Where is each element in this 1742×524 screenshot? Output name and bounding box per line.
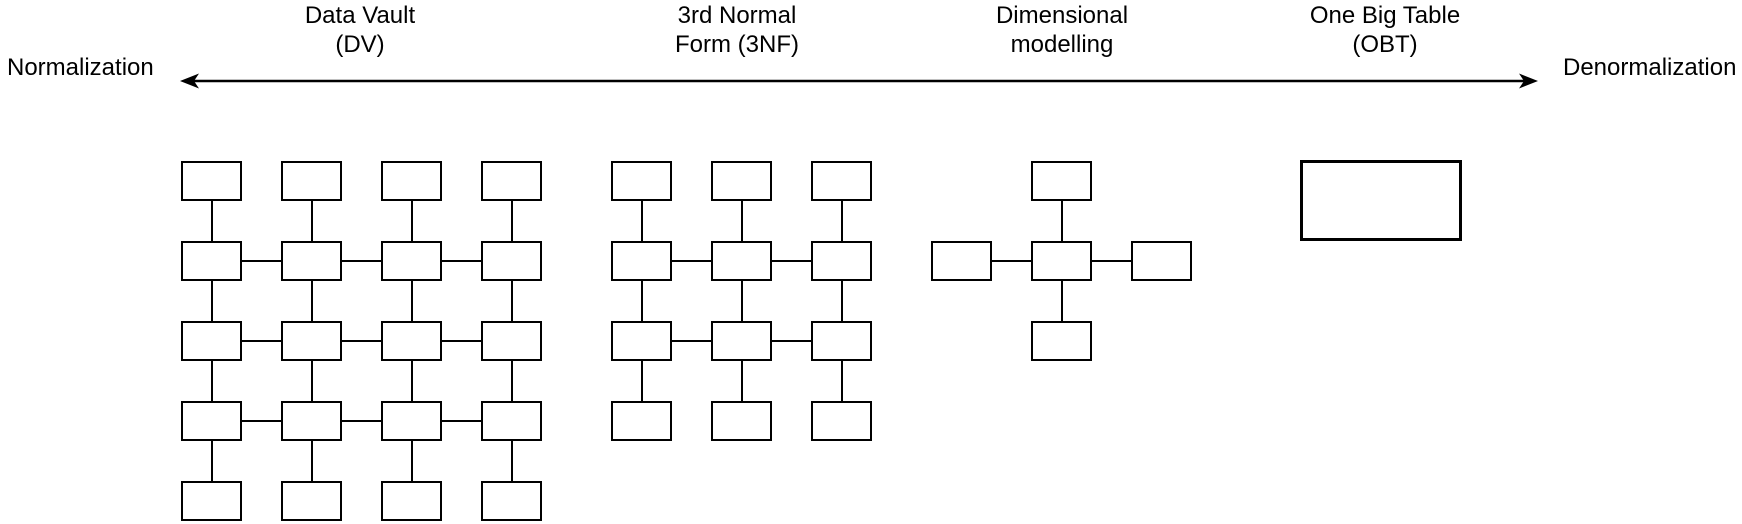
connector-line xyxy=(410,361,413,401)
dimensional-modelling-label: Dimensional modelling xyxy=(996,1,1128,59)
dimensional-modelling-fact-box xyxy=(1031,241,1092,281)
third-normal-form-box xyxy=(611,321,672,361)
third-normal-form-box xyxy=(811,401,872,441)
denormalization-label: Denormalization xyxy=(1563,54,1737,81)
third-normal-form-box xyxy=(611,401,672,441)
data-vault-box xyxy=(281,321,342,361)
connector-line xyxy=(510,281,513,321)
connector-line xyxy=(772,260,811,262)
connector-line xyxy=(840,361,843,401)
data-vault-label-line2: (DV) xyxy=(335,31,385,58)
dimensional-modelling-dimension-box xyxy=(1031,321,1092,361)
connector-line xyxy=(210,201,213,241)
connector-line xyxy=(640,281,643,321)
data-vault-box xyxy=(281,481,342,521)
data-vault-box xyxy=(281,401,342,441)
connector-line xyxy=(1092,260,1131,262)
connector-line xyxy=(342,420,381,422)
data-vault-box xyxy=(381,401,442,441)
normalization-label: Normalization xyxy=(7,54,154,81)
data-vault-box xyxy=(181,321,242,361)
one-big-table-label-line2: (OBT) xyxy=(1352,31,1418,58)
connector-line xyxy=(510,201,513,241)
data-vault-box xyxy=(281,161,342,201)
connector-line xyxy=(640,361,643,401)
connector-line xyxy=(310,361,313,401)
connector-line xyxy=(840,201,843,241)
data-vault-box xyxy=(181,241,242,281)
connector-line xyxy=(342,260,381,262)
third-normal-form-box xyxy=(711,241,772,281)
connector-line xyxy=(740,361,743,401)
connector-line xyxy=(672,260,711,262)
connector-line xyxy=(210,441,213,481)
data-vault-box xyxy=(181,401,242,441)
connector-line xyxy=(410,201,413,241)
connector-line xyxy=(210,361,213,401)
data-vault-box xyxy=(481,481,542,521)
third-normal-form-box xyxy=(611,241,672,281)
one-big-table-box xyxy=(1300,160,1462,241)
third-normal-form-box xyxy=(811,161,872,201)
data-vault-box xyxy=(481,161,542,201)
third-normal-form-box xyxy=(711,161,772,201)
connector-line xyxy=(242,420,281,422)
data-vault-box xyxy=(481,321,542,361)
connector-line xyxy=(410,281,413,321)
connector-line xyxy=(510,441,513,481)
dimensional-modelling-label-line2: modelling xyxy=(1010,31,1114,58)
third-normal-form-box xyxy=(611,161,672,201)
dimensional-modelling-dimension-box xyxy=(1131,241,1192,281)
data-vault-box xyxy=(481,401,542,441)
one-big-table-label-line1: One Big Table xyxy=(1309,2,1461,29)
connector-line xyxy=(310,201,313,241)
connector-line xyxy=(740,201,743,241)
third-normal-form-label-line2: Form (3NF) xyxy=(675,31,799,58)
data-vault-box xyxy=(381,481,442,521)
one-big-table-label: One Big Table (OBT) xyxy=(1310,1,1460,59)
dimensional-modelling-label-line1: Dimensional xyxy=(995,2,1129,29)
third-normal-form-label-line1: 3rd Normal xyxy=(677,2,797,29)
connector-line xyxy=(772,340,811,342)
data-vault-box xyxy=(481,241,542,281)
connector-line xyxy=(740,281,743,321)
data-vault-label-line1: Data Vault xyxy=(304,2,416,29)
connector-line xyxy=(640,201,643,241)
data-vault-box xyxy=(381,321,442,361)
connector-line xyxy=(1060,281,1063,321)
third-normal-form-label: 3rd Normal Form (3NF) xyxy=(675,1,799,59)
connector-line xyxy=(992,260,1031,262)
data-vault-box xyxy=(181,161,242,201)
data-vault-box xyxy=(281,241,342,281)
data-vault-label: Data Vault (DV) xyxy=(305,1,415,59)
connector-line xyxy=(442,340,481,342)
data-vault-box xyxy=(181,481,242,521)
connector-line xyxy=(310,281,313,321)
connector-line xyxy=(442,260,481,262)
connector-line xyxy=(1060,201,1063,241)
connector-line xyxy=(210,281,213,321)
data-vault-box xyxy=(381,241,442,281)
connector-line xyxy=(840,281,843,321)
third-normal-form-box xyxy=(711,321,772,361)
connector-line xyxy=(510,361,513,401)
connector-line xyxy=(342,340,381,342)
third-normal-form-box xyxy=(811,241,872,281)
data-vault-box xyxy=(381,161,442,201)
connector-line xyxy=(672,340,711,342)
dimensional-modelling-dimension-box xyxy=(931,241,992,281)
third-normal-form-box xyxy=(711,401,772,441)
connector-line xyxy=(310,441,313,481)
connector-line xyxy=(410,441,413,481)
connector-line xyxy=(242,260,281,262)
dimensional-modelling-dimension-box xyxy=(1031,161,1092,201)
connector-line xyxy=(442,420,481,422)
third-normal-form-box xyxy=(811,321,872,361)
connector-line xyxy=(242,340,281,342)
